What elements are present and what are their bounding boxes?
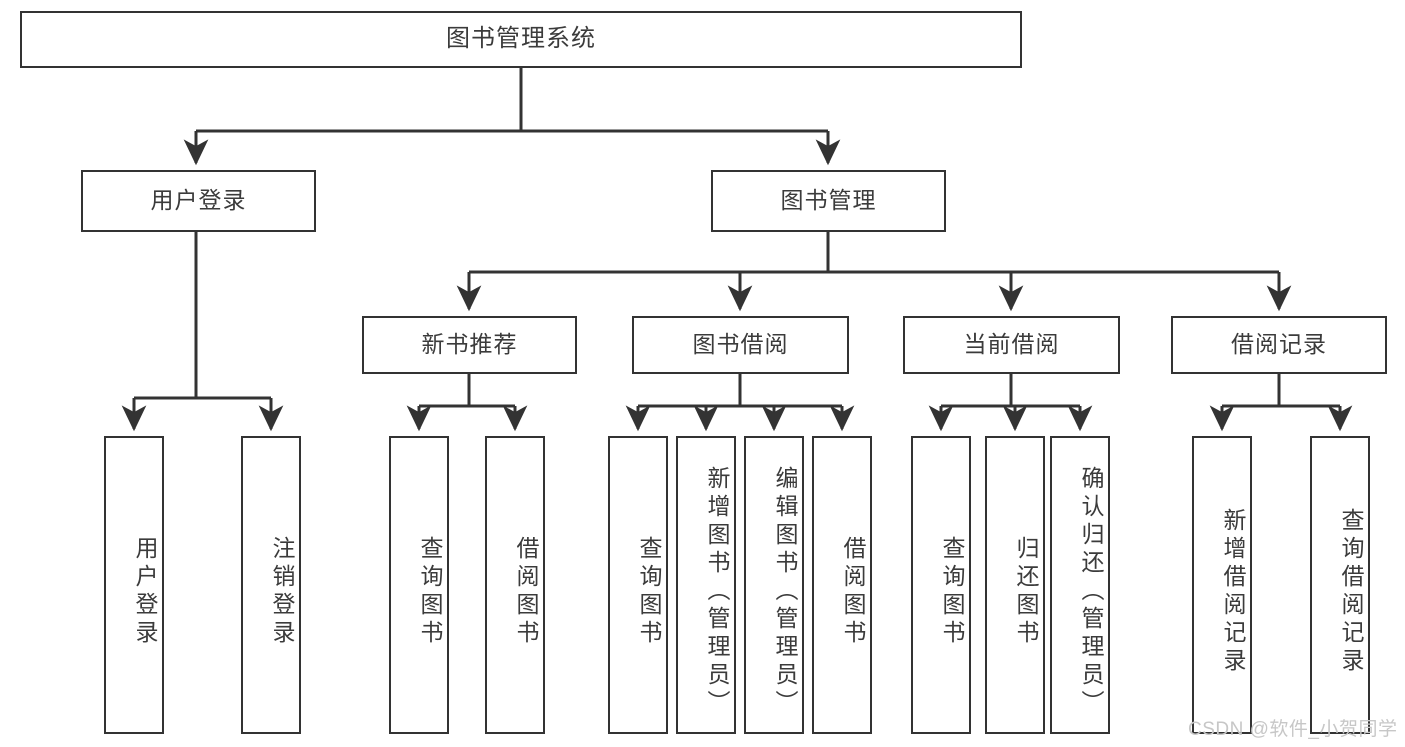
node-leaf-add-book[interactable]: 新增图书（管理员） [676,436,736,734]
node-root-label: 图书管理系统 [446,25,596,53]
node-book-manage-label: 图书管理 [780,187,877,214]
node-current-borrow[interactable]: 当前借阅 [903,316,1120,374]
node-leaf-confirm-return[interactable]: 确认归还（管理员） [1050,436,1110,734]
node-leaf-query-book-2[interactable]: 查询图书 [608,436,668,734]
node-leaf-query-book-1-label: 查询图书 [417,536,443,648]
node-current-borrow-label: 当前借阅 [963,331,1060,358]
node-book-manage[interactable]: 图书管理 [711,170,946,232]
node-leaf-return-book[interactable]: 归还图书 [985,436,1045,734]
node-book-borrow-label: 图书借阅 [692,331,789,358]
node-leaf-borrow-book-1-label: 借阅图书 [513,536,539,648]
node-leaf-user-logout-label: 注销登录 [269,536,295,648]
node-leaf-query-book-3-label: 查询图书 [939,536,965,648]
node-leaf-query-book-3[interactable]: 查询图书 [911,436,971,734]
node-new-book-rec[interactable]: 新书推荐 [362,316,577,374]
node-leaf-add-record-label: 新增借阅记录 [1220,508,1246,676]
node-leaf-query-record-label: 查询借阅记录 [1338,508,1364,676]
node-leaf-add-book-label: 新增图书（管理员） [704,466,730,718]
node-leaf-add-record[interactable]: 新增借阅记录 [1192,436,1252,734]
node-borrow-record[interactable]: 借阅记录 [1171,316,1387,374]
node-leaf-user-logout[interactable]: 注销登录 [241,436,301,734]
node-leaf-query-record[interactable]: 查询借阅记录 [1310,436,1370,734]
node-leaf-borrow-book-1[interactable]: 借阅图书 [485,436,545,734]
node-root[interactable]: 图书管理系统 [20,11,1022,68]
node-leaf-query-book-2-label: 查询图书 [636,536,662,648]
node-leaf-edit-book-label: 编辑图书（管理员） [772,466,798,718]
node-new-book-rec-label: 新书推荐 [421,331,518,358]
node-book-borrow[interactable]: 图书借阅 [632,316,849,374]
node-leaf-return-book-label: 归还图书 [1013,536,1039,648]
node-leaf-user-login-label: 用户登录 [132,536,158,648]
node-leaf-user-login[interactable]: 用户登录 [104,436,164,734]
node-leaf-borrow-book-2[interactable]: 借阅图书 [812,436,872,734]
node-user-login[interactable]: 用户登录 [81,170,316,232]
node-borrow-record-label: 借阅记录 [1231,331,1327,358]
node-leaf-query-book-1[interactable]: 查询图书 [389,436,449,734]
csdn-watermark: CSDN @软件_小贺同学 [1188,719,1398,740]
node-leaf-edit-book[interactable]: 编辑图书（管理员） [744,436,804,734]
node-user-login-label: 用户登录 [150,187,247,214]
node-leaf-confirm-return-label: 确认归还（管理员） [1078,466,1104,718]
node-leaf-borrow-book-2-label: 借阅图书 [840,536,866,648]
